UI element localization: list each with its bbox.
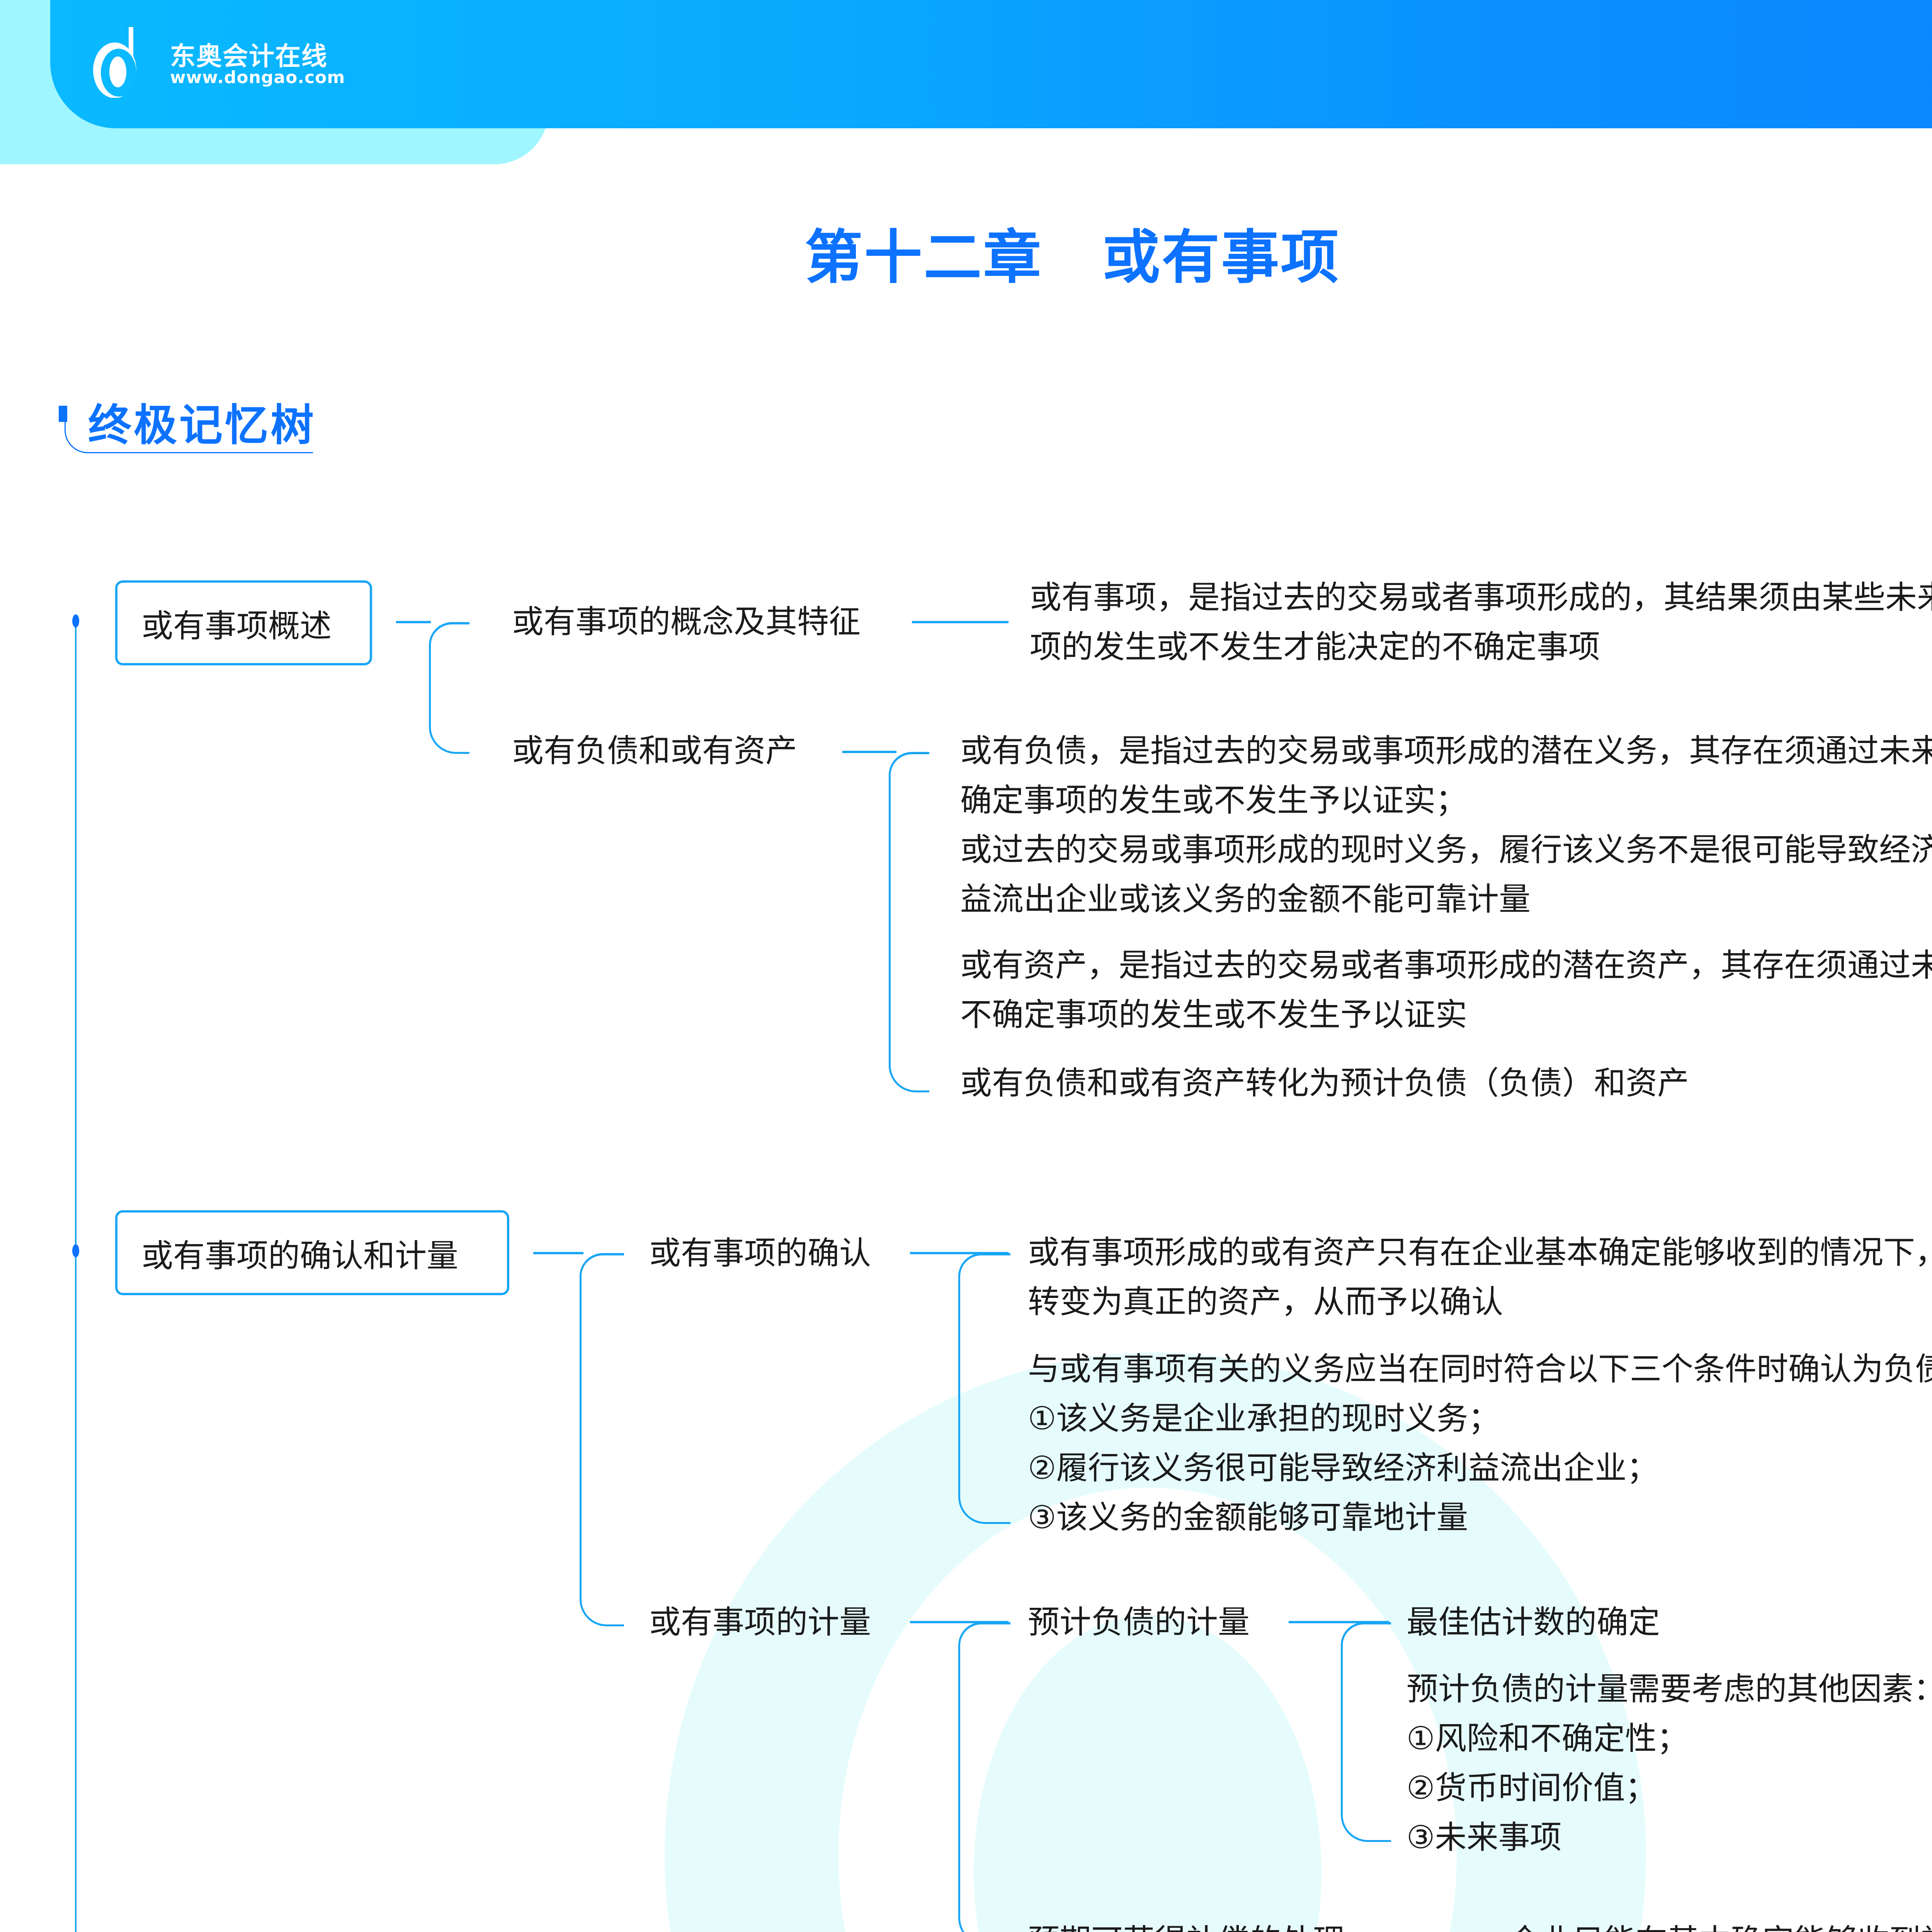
connector-brace xyxy=(889,752,929,1092)
brand-url: www.dongao.com xyxy=(170,68,345,87)
connector xyxy=(912,621,1009,623)
connector xyxy=(1289,1621,1389,1623)
node-label: 或有事项概述 xyxy=(141,607,332,645)
branch-dot-icon xyxy=(72,614,79,628)
tree-spine xyxy=(75,618,77,1932)
detail-text: 与或有事项有关的义务应当在同时符合以下三个条件时确认为负债： ①该义务是企业承担… xyxy=(1028,1351,1932,1536)
brand-name: 东奥会计在线 xyxy=(170,41,328,71)
connector-brace xyxy=(429,622,469,754)
section-title: 终极记忆树 xyxy=(88,400,316,451)
detail-text: 预计负债的计量需要考虑的其他因素： ①风险和不确定性； ②货币时间价值； ③未来… xyxy=(1406,1671,1932,1856)
detail-text: 企业只能在基本确定能够收到补偿时 才能对其进行确认 xyxy=(1509,1917,1932,1932)
connector xyxy=(842,751,896,753)
detail-text: 最佳估计数的确定 xyxy=(1406,1604,1660,1641)
connector xyxy=(396,621,431,623)
chapter-title: 第十二章 或有事项 xyxy=(804,224,1340,291)
detail-text: 或有负债，是指过去的交易或事项形成的潜在义务，其存在须通过未来不 确定事项的发生… xyxy=(960,733,1932,918)
subnode-provision-measurement[interactable]: 预计负债的计量 xyxy=(1028,1604,1250,1641)
tree-node-recognition-measurement[interactable]: 或有事项的确认和计量 xyxy=(115,1210,509,1295)
connector xyxy=(533,1252,583,1254)
connector xyxy=(910,1621,1009,1623)
section-marker-icon xyxy=(59,406,67,422)
detail-text: 或有资产，是指过去的交易或者事项形成的潜在资产，其存在须通过未来 不确定事项的发… xyxy=(960,947,1932,1033)
tree-node-overview[interactable]: 或有事项概述 xyxy=(115,580,372,665)
subnode-reimbursement[interactable]: 预期可获得补偿的处理 xyxy=(1028,1917,1345,1932)
detail-text: 或有事项形成的或有资产只有在企业基本确定能够收到的情况下，才 转变为真正的资产，… xyxy=(1028,1234,1932,1320)
connector-brace xyxy=(958,1253,1010,1524)
connector-brace xyxy=(1341,1622,1391,1842)
subnode-liabilities-assets[interactable]: 或有负债和或有资产 xyxy=(512,733,798,769)
node-label: 或有事项的确认和计量 xyxy=(141,1237,459,1274)
detail-text: 或有负债和或有资产转化为预计负债（负债）和资产 xyxy=(960,1065,1689,1102)
subnode-measurement[interactable]: 或有事项的计量 xyxy=(649,1604,871,1641)
subnode-recognition[interactable]: 或有事项的确认 xyxy=(649,1235,871,1272)
connector-brace xyxy=(958,1622,1010,1932)
connector xyxy=(910,1252,1009,1254)
connector-brace xyxy=(580,1253,624,1626)
subnode-concept[interactable]: 或有事项的概念及其特征 xyxy=(512,604,861,640)
dongao-logo-icon xyxy=(93,27,136,98)
branch-dot-icon xyxy=(72,1244,79,1257)
detail-text: 或有事项，是指过去的交易或者事项形成的，其结果须由某些未来事 项的发生或不发生才… xyxy=(1030,579,1932,665)
header-bar xyxy=(50,0,1932,128)
